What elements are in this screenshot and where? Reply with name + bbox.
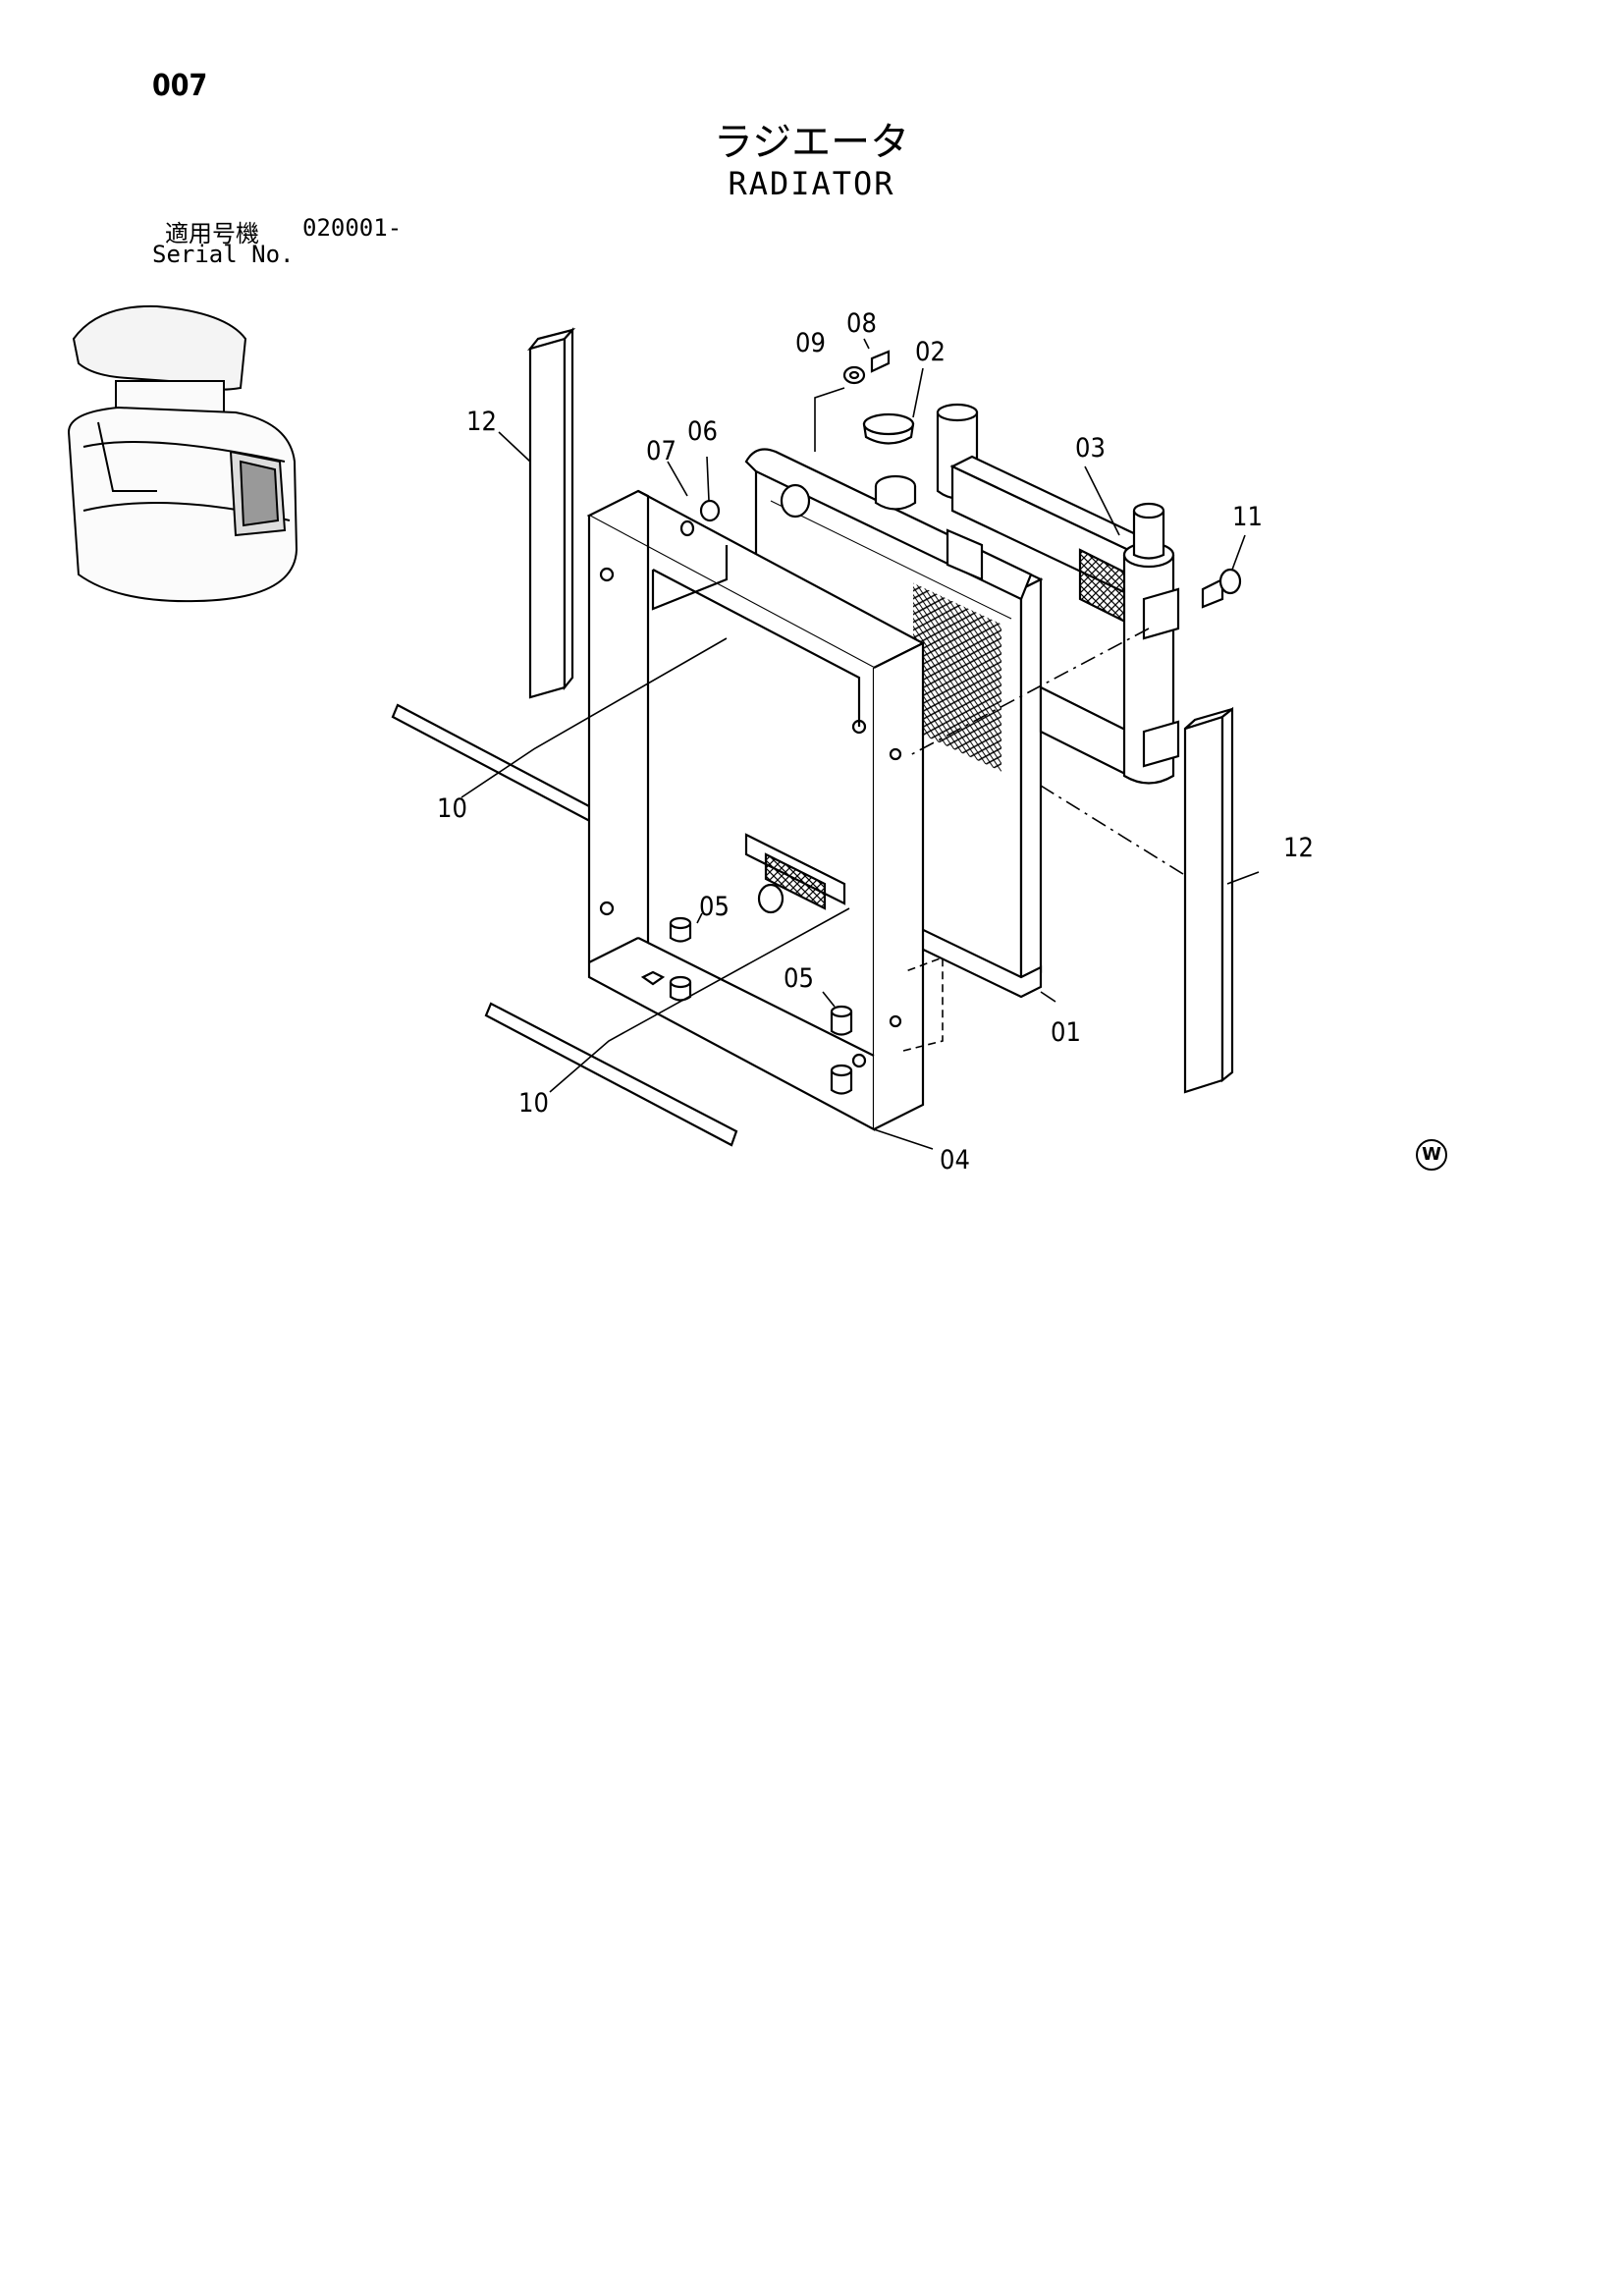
callout-07: 07 xyxy=(646,436,676,466)
part-12-right-strip xyxy=(1183,706,1234,1094)
serial-label-japanese: 適用号機 xyxy=(165,220,259,247)
part-11-bolt xyxy=(1201,568,1242,609)
w-mark-icon: W xyxy=(1416,1139,1447,1171)
part-12-left-strip xyxy=(526,327,576,699)
part-small-hardware xyxy=(679,350,891,537)
part-02-radiator-cap xyxy=(862,412,917,511)
callout-12b: 12 xyxy=(1283,833,1314,863)
machine-thumbnail xyxy=(67,304,298,603)
callout-06: 06 xyxy=(687,416,718,447)
callout-11: 11 xyxy=(1232,502,1263,532)
part-07-nut xyxy=(679,519,695,537)
title-english: RADIATOR xyxy=(728,165,895,202)
callout-09: 09 xyxy=(795,328,826,358)
callout-02: 02 xyxy=(915,337,946,367)
title-japanese: ラジエータ xyxy=(713,120,910,165)
callout-04: 04 xyxy=(940,1145,970,1175)
callout-labels: 01 02 03 04 05 05 06 07 08 09 10 10 11 1… xyxy=(437,308,1314,1175)
part-10-lower-rod xyxy=(484,1002,738,1147)
part-08-bolt xyxy=(870,350,891,373)
callout-03: 03 xyxy=(1075,433,1106,464)
part-radiator-top-tank xyxy=(744,448,1033,601)
leader-lines xyxy=(460,338,1260,1150)
callout-08: 08 xyxy=(846,308,877,339)
callout-12a: 12 xyxy=(466,407,497,437)
callout-10b: 10 xyxy=(518,1088,549,1119)
part-05-bushings xyxy=(640,916,853,1095)
callout-05a: 05 xyxy=(699,892,730,922)
callout-10a: 10 xyxy=(437,793,467,824)
part-06-washer xyxy=(699,499,721,522)
serial-label-english: Serial No. xyxy=(152,241,295,268)
part-side-tank xyxy=(1122,502,1180,785)
callout-05b: 05 xyxy=(784,963,814,994)
serial-value: 020001- xyxy=(302,214,403,242)
callout-01: 01 xyxy=(1051,1017,1081,1048)
page-number: 007 xyxy=(152,69,208,103)
